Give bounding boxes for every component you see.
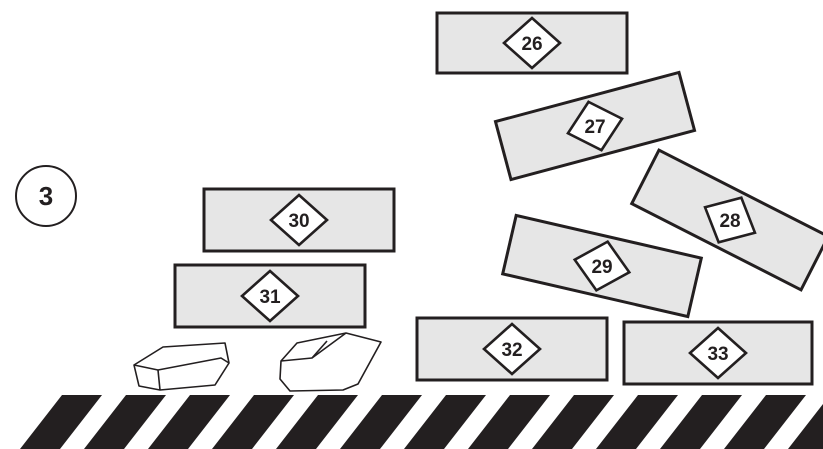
ground-stripes [20,395,823,449]
block-27: 27 [493,70,697,182]
block-label: 26 [521,34,542,55]
diamond-label-icon [482,322,542,376]
block-label: 32 [501,340,522,361]
step-circle [15,165,77,227]
block-label: 30 [288,211,309,232]
block-31: 31 [173,263,367,329]
step-indicator: 3 [15,165,77,227]
step-number: 3 [39,181,53,211]
diamond-label-icon [240,269,300,323]
block-label: 31 [259,287,281,308]
block-label: 29 [591,257,612,278]
block-30: 30 [202,187,396,253]
diamond-label-icon [703,196,757,244]
block-label: 28 [719,211,740,232]
block-32: 32 [415,316,609,382]
diamond-label-icon [566,100,624,152]
block-29: 29 [500,213,704,319]
block-33: 33 [622,320,814,386]
block-28: 28 [629,148,823,292]
block-label: 33 [707,344,728,365]
diamond-label-icon [688,326,748,380]
stone-right [279,332,382,392]
stone-left [133,342,230,391]
diamond-label-icon [269,193,329,247]
block-label: 27 [584,117,605,138]
diamond-label-icon [572,239,632,293]
diamond-label-icon [502,16,562,70]
block-26: 26 [435,11,629,75]
